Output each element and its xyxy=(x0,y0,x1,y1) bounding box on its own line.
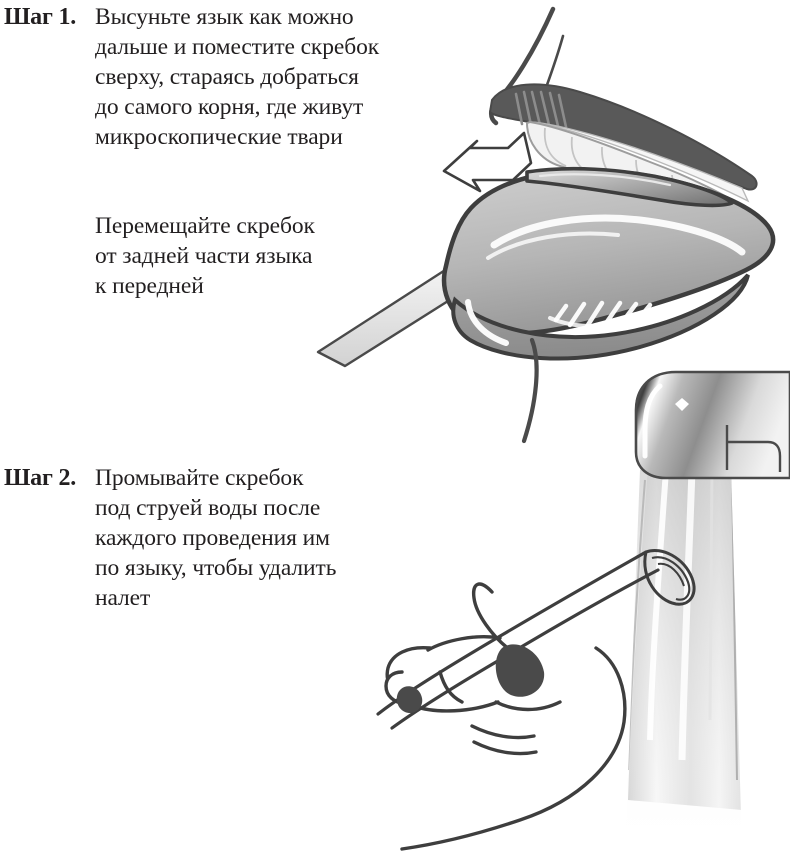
faucet xyxy=(634,370,790,480)
tongue xyxy=(441,168,776,336)
step-1-note: Перемещайте скребок от задней части язык… xyxy=(95,213,315,299)
hand xyxy=(384,582,627,851)
faucet-highlight xyxy=(675,398,689,411)
upper-lip xyxy=(488,83,758,191)
upper-teeth xyxy=(525,120,754,225)
step-1-body: Высуньте язык как можно дальше и помести… xyxy=(95,4,380,150)
step-1-label: Шаг 1. xyxy=(4,4,77,30)
tongue-scraper-head xyxy=(525,166,734,208)
step-2-body: Промывайте скребок под струей воды после… xyxy=(95,465,337,611)
lower-lip xyxy=(451,273,750,361)
direction-arrow xyxy=(442,131,533,193)
water-stream xyxy=(625,470,742,851)
step-2-label: Шаг 2. xyxy=(4,465,77,491)
nose xyxy=(489,6,565,126)
chin xyxy=(521,337,539,444)
